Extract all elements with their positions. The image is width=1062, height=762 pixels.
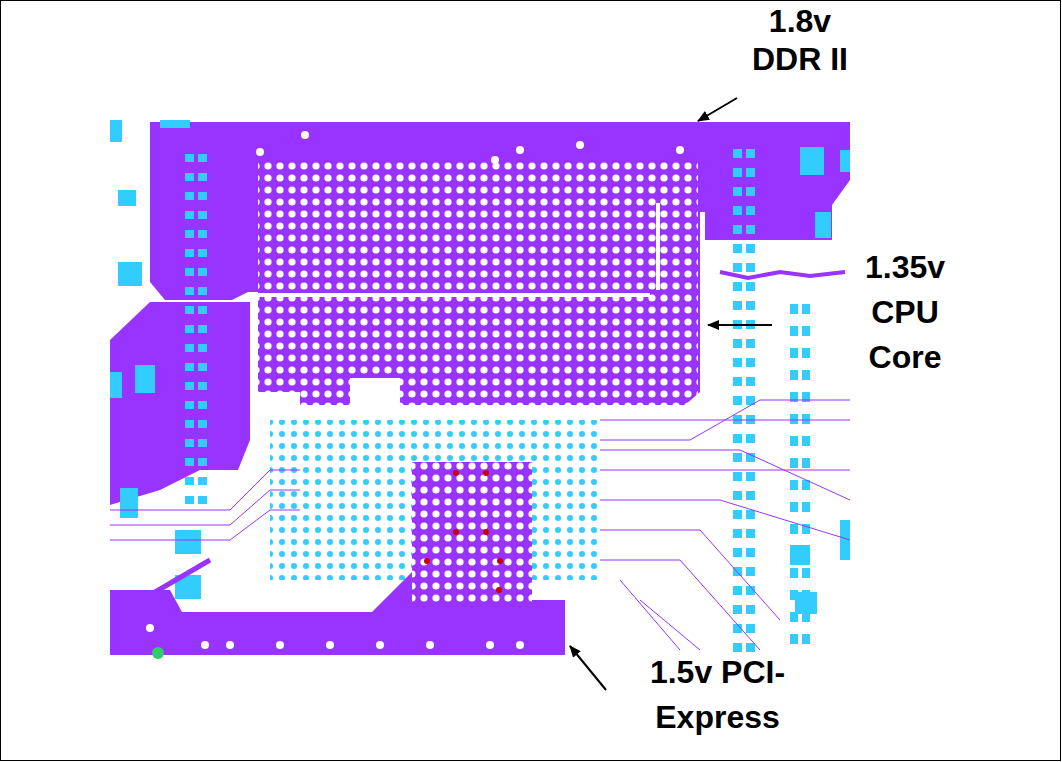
voltage-label: 1.35v CPU Core (845, 245, 965, 380)
leader-arrow (698, 98, 737, 121)
leader-arrow (570, 646, 606, 690)
leader-arrow (708, 324, 772, 326)
voltage-label: 1.8v DDR II (730, 2, 870, 78)
voltage-label: 1.5v PCI- Express (610, 650, 825, 740)
